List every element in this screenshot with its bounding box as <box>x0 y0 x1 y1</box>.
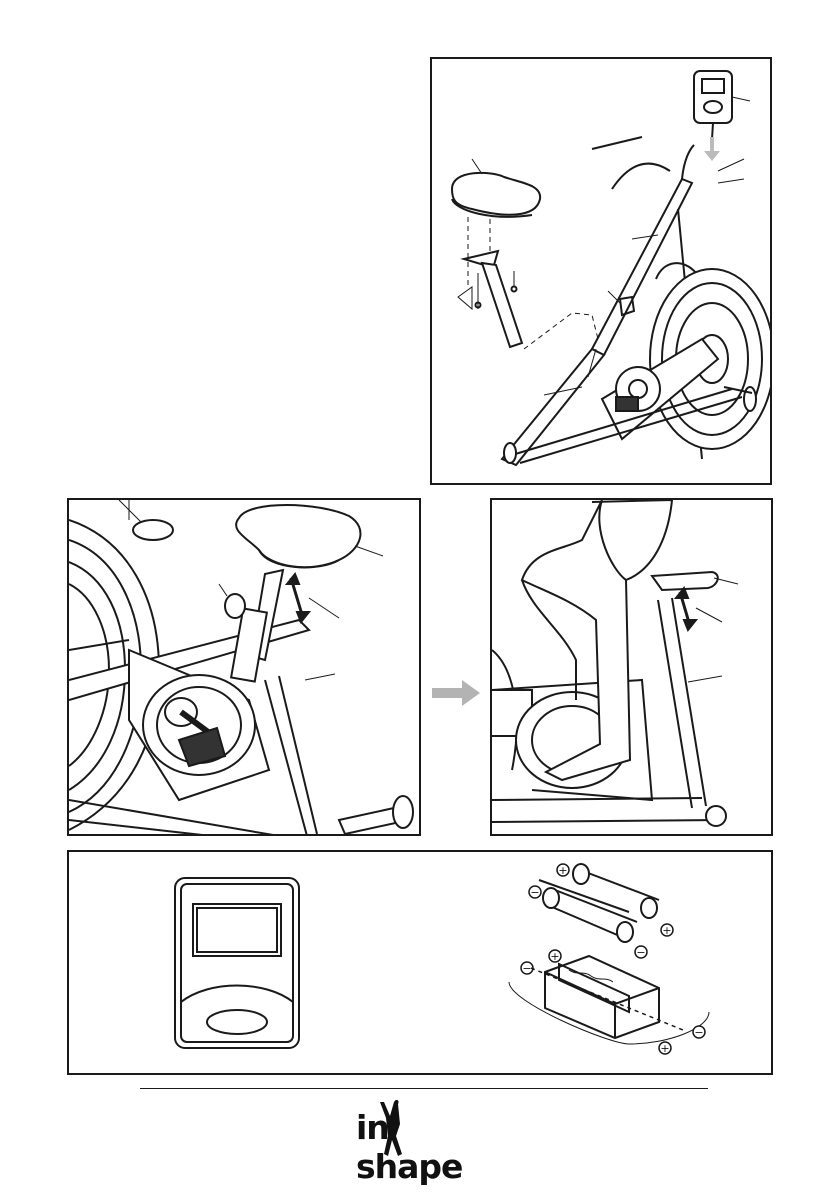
brand-logo: inshape <box>350 1096 500 1166</box>
minus-terminal-icon: − <box>636 946 645 959</box>
battery-figure: + + + + − − − − <box>67 850 773 1075</box>
adjust-arrow-icon <box>287 574 339 622</box>
seat-adjust-before-figure <box>67 498 421 836</box>
footer-rule <box>140 1088 708 1089</box>
seat-drawing <box>652 572 738 590</box>
computer-unit-drawing <box>694 71 750 139</box>
plus-terminal-icon: + <box>550 950 559 963</box>
minus-terminal-icon: − <box>530 886 539 899</box>
plus-terminal-icon: + <box>558 864 567 877</box>
knob-drawing <box>219 584 245 618</box>
computer-front-drawing <box>175 878 299 1048</box>
figure-silhouette-icon <box>350 1096 500 1166</box>
bike-frame-drawing <box>502 137 772 465</box>
adjust-arrow-icon <box>676 588 722 630</box>
battery-holder-drawing <box>509 956 709 1044</box>
seat-drawing <box>236 505 383 567</box>
plus-terminal-icon: + <box>660 1042 669 1055</box>
foot-tube-drawing <box>339 796 413 834</box>
seat-adjust-after-figure <box>490 498 773 836</box>
minus-terminal-icon: − <box>522 962 531 975</box>
minus-terminal-icon: − <box>694 1026 703 1039</box>
assembly-figure <box>430 57 772 485</box>
plus-terminal-icon: + <box>662 924 671 937</box>
battery-pair-drawing <box>539 864 659 942</box>
right-arrow-icon <box>432 680 482 711</box>
